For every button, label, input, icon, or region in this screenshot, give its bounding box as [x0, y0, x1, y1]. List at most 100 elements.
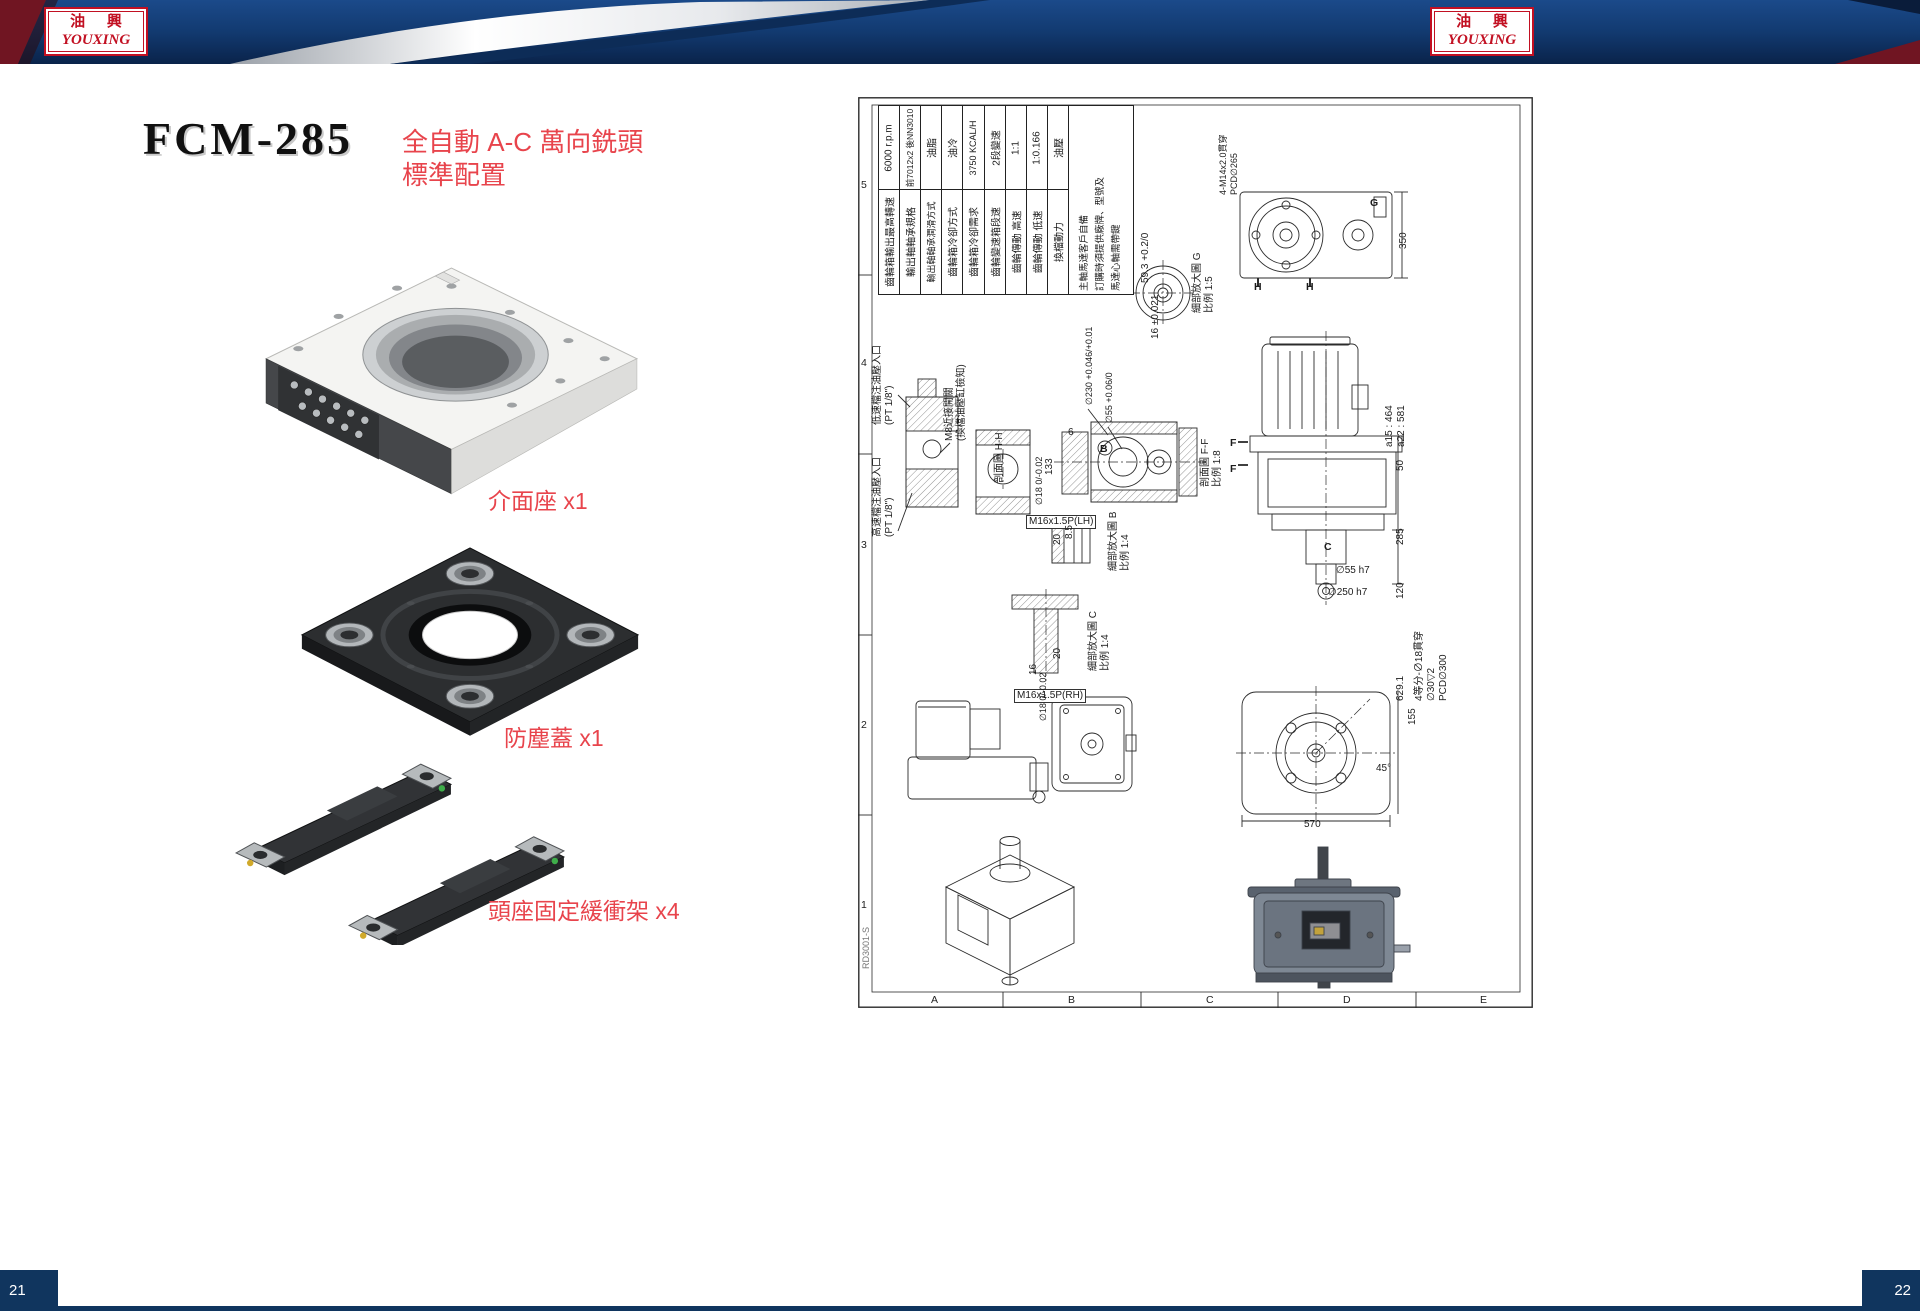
part-label-interface-seat: 介面座 x1 — [488, 488, 588, 514]
dim-a22: a22 : 581 — [1396, 405, 1407, 447]
high-oil-line1: 高速檔注油壓入口 — [872, 457, 883, 537]
spec-label: 齒輪變速箱段速 — [991, 207, 1003, 277]
spec-value: 2段變速 — [991, 129, 1003, 166]
spec-column: 前7012x2 後NN3010 輸出軸軸承規格 — [900, 106, 922, 294]
part-label-dust-cover: 防塵蓋 x1 — [504, 725, 604, 751]
thread-label-lh: M16x1.5P(LH) — [1026, 515, 1097, 529]
grid-row-4: 4 — [861, 357, 867, 369]
part-label-buffer-bracket: 頭座固定緩衝架 x4 — [488, 898, 680, 924]
cover-screws — [406, 601, 534, 669]
page-subtitle: 全自動 A-C 萬向銑頭 標準配置 — [402, 126, 643, 191]
spec-label: 齒輪傳動 高速 — [1012, 210, 1024, 274]
spec-column: 油壓 換檔動力 — [1047, 106, 1069, 294]
spec-value: 油冷 — [948, 137, 960, 158]
grid-col-e: E — [1480, 994, 1488, 1006]
dim-350: 350 — [1398, 232, 1409, 249]
interface-seat-drawing — [264, 267, 639, 495]
interface-seat-render — [258, 262, 646, 519]
buffer-bracket-drawing — [234, 763, 566, 945]
spec-label: 齒輪傳動 低速 — [1033, 210, 1045, 274]
top-banner: 油 興 YOUXING 油 興 YOUXING — [0, 0, 1920, 64]
high-oil-inlet-label: 高速檔注油壓入口 (PT 1/8") — [872, 457, 896, 537]
logo-text-cn: 油 興 — [1456, 14, 1517, 31]
plan-note-line3: PCD∅300 — [1438, 654, 1449, 701]
dim-20-c: 20 — [1052, 647, 1063, 659]
dim-250h7: ∅250 h7 — [1328, 587, 1368, 598]
spec-column: 油脂 輸出軸軸承潤滑方式 — [921, 106, 943, 294]
spec-table: 6000 r.p.m 齒輪箱輸出最高轉速 前7012x2 後NN3010 輸出軸… — [878, 105, 1134, 295]
plan-note-line1: 4等分-∅18貫穿 — [1414, 630, 1425, 701]
spec-column: 1:1 齒輪傳動 高速 — [1005, 106, 1027, 294]
m8-line2: (換檔油壓缸檢知) — [956, 364, 967, 441]
grid-col-c: C — [1206, 994, 1214, 1006]
spec-column: 1:0.166 齒輪傳動 低速 — [1026, 106, 1048, 294]
dim-18-b: ∅18 0/-0.02 — [1034, 456, 1044, 505]
subtitle-line1: 全自動 A-C 萬向銑頭 — [402, 127, 644, 157]
dim-155: 155 — [1407, 708, 1418, 725]
dim-a15: a15 : 464 — [1384, 405, 1395, 447]
dust-cover-drawing — [300, 547, 640, 736]
technical-drawing-sheet: 6000 r.p.m 齒輪箱輸出最高轉速 前7012x2 後NN3010 輸出軸… — [858, 97, 1533, 1008]
bracket-bar — [234, 763, 453, 876]
detail-mark-b: B — [1100, 443, 1108, 455]
detail-c-scale: 比例 1:4 — [1100, 634, 1111, 671]
spec-value: 1:0.166 — [1031, 130, 1043, 165]
spec-note-line: 主軸馬達客戶自備 — [1078, 214, 1090, 291]
dim-6: 6 — [1068, 427, 1074, 438]
section-ff-title: 剖面圖 F-F — [1200, 438, 1211, 487]
low-oil-line1: 低速檔注油壓入口 — [872, 345, 883, 425]
detail-c-title: 細部放大圖 C — [1088, 611, 1099, 671]
spec-column: 3750 KCAL/H 齒輪箱冷卻需求 — [963, 106, 985, 294]
logo-text-en: YOUXING — [1447, 31, 1517, 48]
section-ff-label: 剖面圖 F-F 比例 1:8 — [1200, 439, 1224, 487]
corner-bearing-bosses — [325, 561, 615, 709]
dim-120: 120 — [1395, 582, 1406, 599]
page-number-right: 22 — [1862, 1270, 1920, 1311]
grid-col-d: D — [1343, 994, 1351, 1006]
section-mark-h: H — [1254, 281, 1262, 293]
spec-note-column: 主軸馬達客戶自備 訂購時須提供廠牌、型號及 馬達心軸需帶鍵 — [1069, 106, 1133, 294]
section-hh-label: 剖面圖 H-H — [994, 432, 1005, 483]
spec-label: 換檔動力 — [1054, 222, 1066, 262]
section-ff-scale: 比例 1:8 — [1212, 450, 1223, 487]
top-screw-holes — [293, 283, 610, 408]
detail-b-title: 細部放大圖 B — [1108, 511, 1119, 571]
drawing-line-art — [858, 97, 1533, 1008]
bolt-note-line2: PCD∅265 — [1228, 153, 1239, 195]
plan-bolt-note: 4等分-∅18貫穿 ∅30▽2 PCD∅300 — [1414, 631, 1450, 701]
low-oil-line2: (PT 1/8") — [884, 385, 895, 426]
spec-note-line: 訂購時須提供廠牌、型號及 — [1094, 176, 1106, 291]
bolt-note-line1: 4-M14x2.0貫穿 — [1218, 134, 1228, 195]
plan-note-line2: ∅30▽2 — [1426, 667, 1437, 701]
spec-value: 6000 r.p.m — [883, 123, 895, 172]
dim-45deg: 45° — [1376, 763, 1392, 774]
spec-value: 油脂 — [927, 137, 939, 158]
dim-629-1: 629.1 — [1395, 675, 1406, 701]
brand-logo-right: 油 興 YOUXING — [1430, 7, 1534, 56]
m8-line1: M8近接開關 — [944, 387, 955, 441]
dim-50: 50 — [1395, 459, 1406, 471]
spec-value: 3750 KCAL/H — [968, 119, 979, 176]
spec-label: 輸出軸軸承潤滑方式 — [926, 201, 937, 283]
subtitle-line2: 標準配置 — [402, 159, 507, 190]
spec-value: 油壓 — [1054, 137, 1066, 158]
spec-column: 油冷 齒輪箱冷卻方式 — [942, 106, 964, 294]
dim-8-5: 8.5 — [1064, 525, 1075, 539]
connector-studs — [289, 380, 370, 439]
spec-label: 輸出軸軸承規格 — [906, 207, 918, 277]
axis-dims: a15 : 464 a22 : 581 — [1384, 405, 1408, 447]
detail-b-scale: 比例 1:4 — [1120, 534, 1131, 571]
dim-55h7: ∅55 h7 — [1336, 565, 1370, 576]
spec-value: 1:1 — [1010, 140, 1022, 155]
m8-sensor-label: M8近接開關 (換檔油壓缸檢知) — [944, 364, 968, 441]
spec-note: 主軸馬達客戶自備 訂購時須提供廠牌、型號及 馬達心軸需帶鍵 — [1077, 109, 1125, 291]
spec-label: 齒輪箱輸出最高轉速 — [885, 197, 897, 287]
detail-c-label: 細部放大圖 C 比例 1:4 — [1088, 611, 1112, 671]
dim-133: 133 — [1044, 458, 1055, 475]
detail-g-scale: 比例 1:5 — [1204, 276, 1215, 313]
spec-column: 6000 r.p.m 齒輪箱輸出最高轉速 — [879, 106, 901, 294]
section-mark-h: H — [1306, 281, 1314, 293]
buffer-bracket-render — [226, 748, 574, 945]
bolt-circle-note: 4-M14x2.0貫穿 PCD∅265 — [1218, 134, 1240, 195]
